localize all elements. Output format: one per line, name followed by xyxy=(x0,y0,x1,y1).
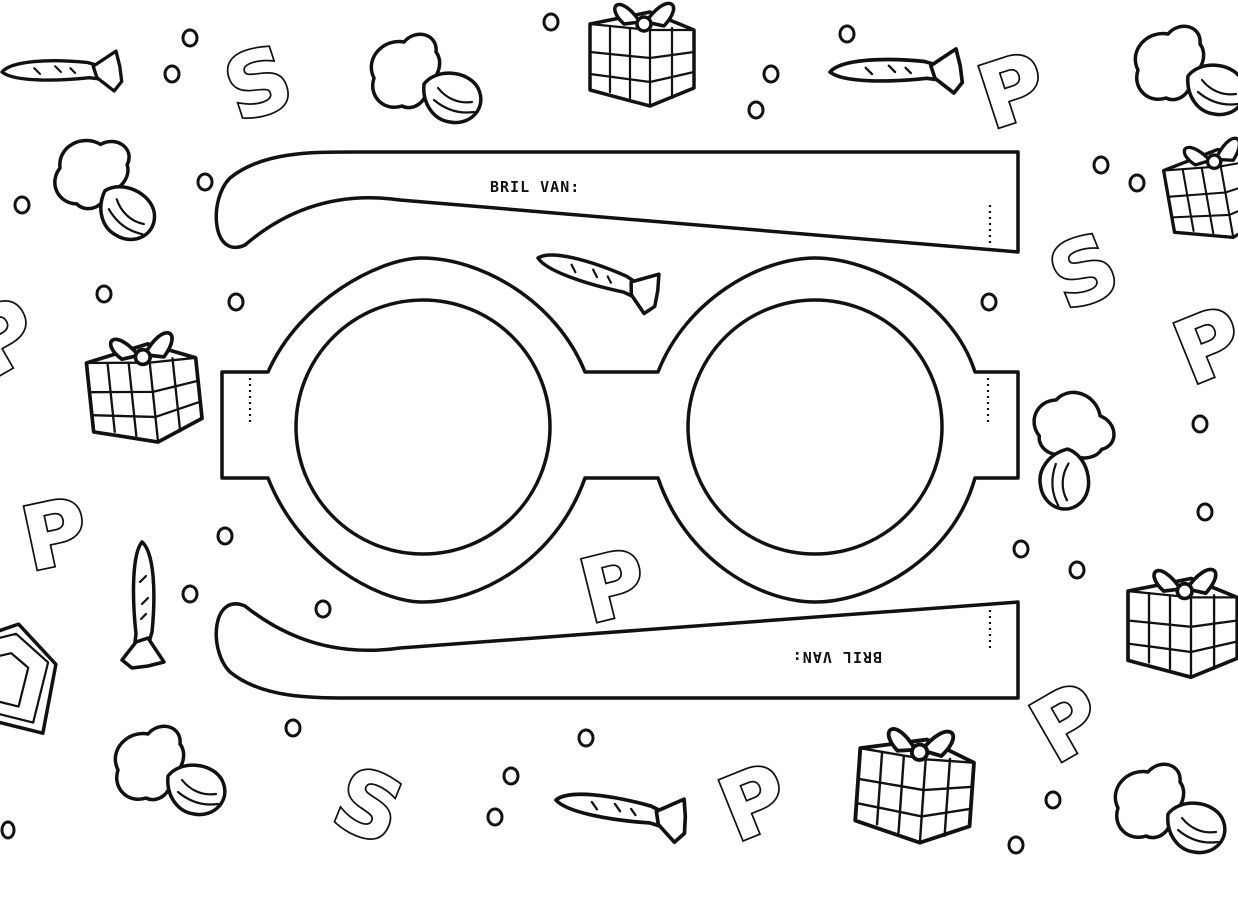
pepernoot-icon xyxy=(1068,560,1086,580)
decor-letters: S P S P P P P P S P xyxy=(0,23,1238,867)
pepernoot-icon xyxy=(181,28,199,48)
pepernoot-icon xyxy=(1012,539,1030,559)
pepernoot-icon xyxy=(181,584,199,604)
gift-icon xyxy=(1158,132,1238,249)
letter-p: P xyxy=(966,32,1059,150)
letter-p: P xyxy=(705,743,803,863)
pepernoot-icon xyxy=(216,526,234,546)
pepernoot-icon xyxy=(1196,502,1214,522)
right-temple-label: BRIL VAN: xyxy=(792,648,882,666)
mitre-icon xyxy=(0,610,69,735)
carrot-icon xyxy=(120,540,166,670)
left-temple-arm: BRIL VAN: xyxy=(214,150,1020,254)
pepernoot-icon xyxy=(1128,173,1146,193)
letter-s: S xyxy=(320,746,417,865)
letter-p: P xyxy=(1160,286,1238,406)
letter-p: P xyxy=(1014,662,1121,783)
pepernoot-icon xyxy=(227,292,245,312)
pepernoot-icon xyxy=(13,195,31,215)
pepernoot-icon xyxy=(284,718,302,738)
glove-icon xyxy=(369,32,483,125)
pepernoot-icon xyxy=(542,12,560,32)
right-temple-arm: BRIL VAN: xyxy=(214,600,1020,700)
carrot-icon xyxy=(828,47,965,95)
left-temple-label: BRIL VAN: xyxy=(490,178,580,196)
glasses-frame xyxy=(220,256,1020,604)
glove-icon xyxy=(1011,380,1136,518)
pepernoot-icon xyxy=(980,292,998,312)
pepernoot-icon xyxy=(163,64,181,84)
carrot-icon xyxy=(530,235,667,318)
letter-p: P xyxy=(570,528,658,644)
letter-p: P xyxy=(0,277,57,398)
pepernoot-icon xyxy=(0,820,16,840)
pepernoot-icon xyxy=(747,100,765,120)
pepernoot-icon xyxy=(486,807,504,827)
pepernoot-icon xyxy=(1044,790,1062,810)
glove-icon xyxy=(1113,762,1227,855)
letter-p: P xyxy=(13,477,98,591)
pepernoot-icon xyxy=(502,766,520,786)
glove-icon xyxy=(40,124,178,249)
pepernoot-icon xyxy=(196,172,214,192)
pepernoot-icon xyxy=(577,728,595,748)
decor-pepernoten xyxy=(0,12,1214,855)
right-lens xyxy=(686,298,944,556)
pepernoot-icon xyxy=(762,64,780,84)
pepernoot-icon xyxy=(838,24,856,44)
letter-s: S xyxy=(212,25,304,143)
gift-icon xyxy=(82,328,206,451)
pepernoot-icon xyxy=(1191,414,1209,434)
letter-s: S xyxy=(1035,212,1132,331)
gift-icon xyxy=(1126,567,1238,680)
pepernoot-icon xyxy=(95,284,113,304)
gift-icon xyxy=(588,1,696,108)
decor-mitre xyxy=(0,610,69,735)
glove-icon xyxy=(1133,24,1238,117)
gift-icon xyxy=(852,723,978,849)
pepernoot-icon xyxy=(314,599,332,619)
pepernoot-icon xyxy=(1092,155,1110,175)
glove-icon xyxy=(113,724,227,817)
carrot-icon xyxy=(550,775,693,846)
left-lens xyxy=(294,298,552,556)
carrot-icon xyxy=(0,49,124,93)
pepernoot-icon xyxy=(1007,835,1025,855)
